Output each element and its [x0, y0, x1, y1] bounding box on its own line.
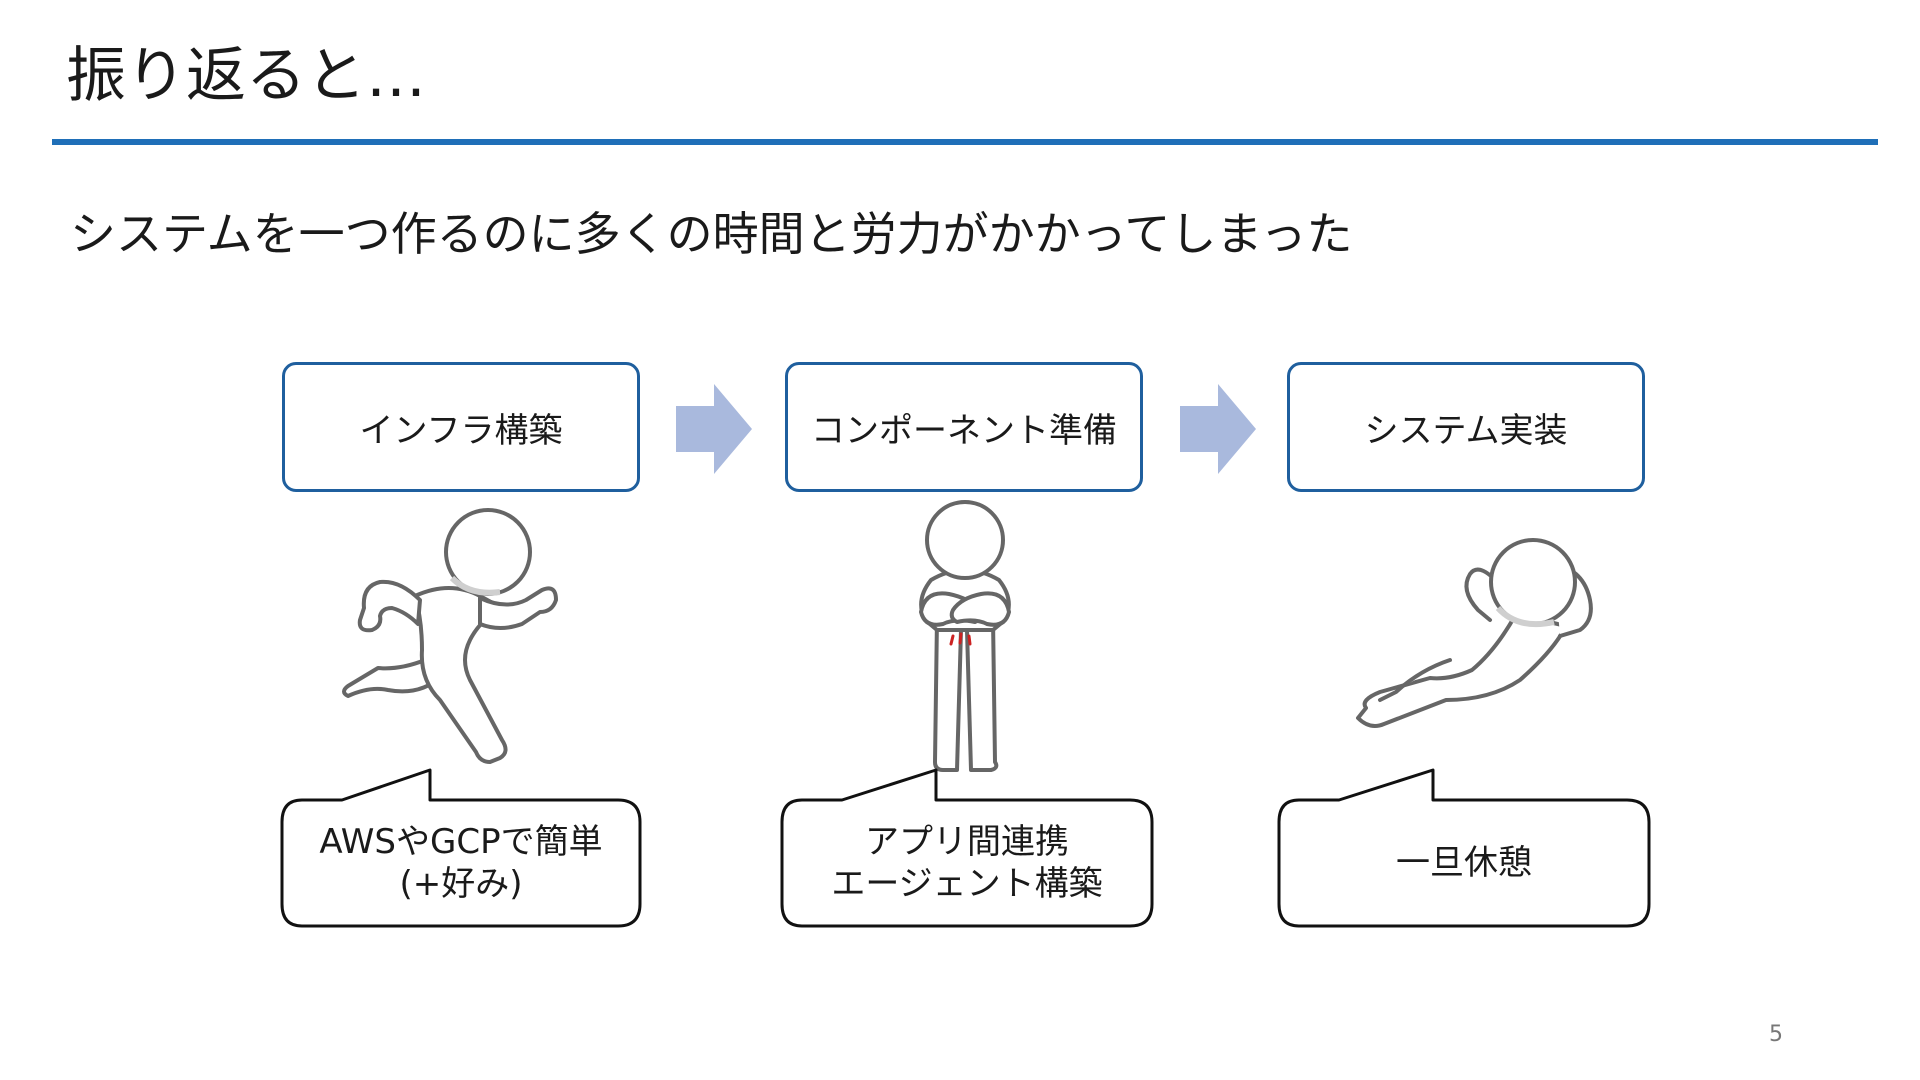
speech-bubble-text: アプリ間連携 エージェント構築: [778, 798, 1156, 928]
speech-bubble-component: アプリ間連携 エージェント構築: [778, 712, 1156, 932]
bubble-line: 一旦休憩: [1396, 843, 1532, 883]
step-system-label: システム実装: [1364, 410, 1568, 451]
speech-bubble-system: 一旦休憩: [1275, 712, 1653, 932]
resting-person-icon: [1356, 538, 1593, 728]
speech-bubble-text: 一旦休憩: [1275, 798, 1653, 928]
title-underline: [52, 139, 1878, 145]
slide-subtitle: システムを一つ作るのに多くの時間と労力がかかってしまった: [70, 207, 1353, 261]
bubble-line: AWSやGCPで簡単: [319, 822, 603, 862]
bubble-line: エージェント構築: [831, 864, 1103, 904]
step-component-label: コンポーネント準備: [811, 410, 1117, 451]
arrow-right-icon: [676, 384, 752, 474]
speech-bubble-infra: AWSやGCPで簡単 (+好み): [278, 712, 644, 932]
page-number: 5: [1769, 1022, 1783, 1047]
bubble-line: (+好み): [399, 864, 523, 904]
bubble-line: アプリ間連携: [865, 822, 1069, 862]
step-infra-label: インフラ構築: [359, 410, 563, 451]
running-person-icon: [342, 508, 558, 764]
step-component-box: コンポーネント準備: [785, 362, 1143, 492]
step-system-box: システム実装: [1287, 362, 1645, 492]
step-infra-box: インフラ構築: [282, 362, 640, 492]
slide-title: 振り返ると…: [66, 41, 426, 111]
arrow-right-icon: [1180, 384, 1256, 474]
speech-bubble-text: AWSやGCPで簡単 (+好み): [278, 798, 644, 928]
stomach-ache-person-icon: [919, 500, 1011, 772]
